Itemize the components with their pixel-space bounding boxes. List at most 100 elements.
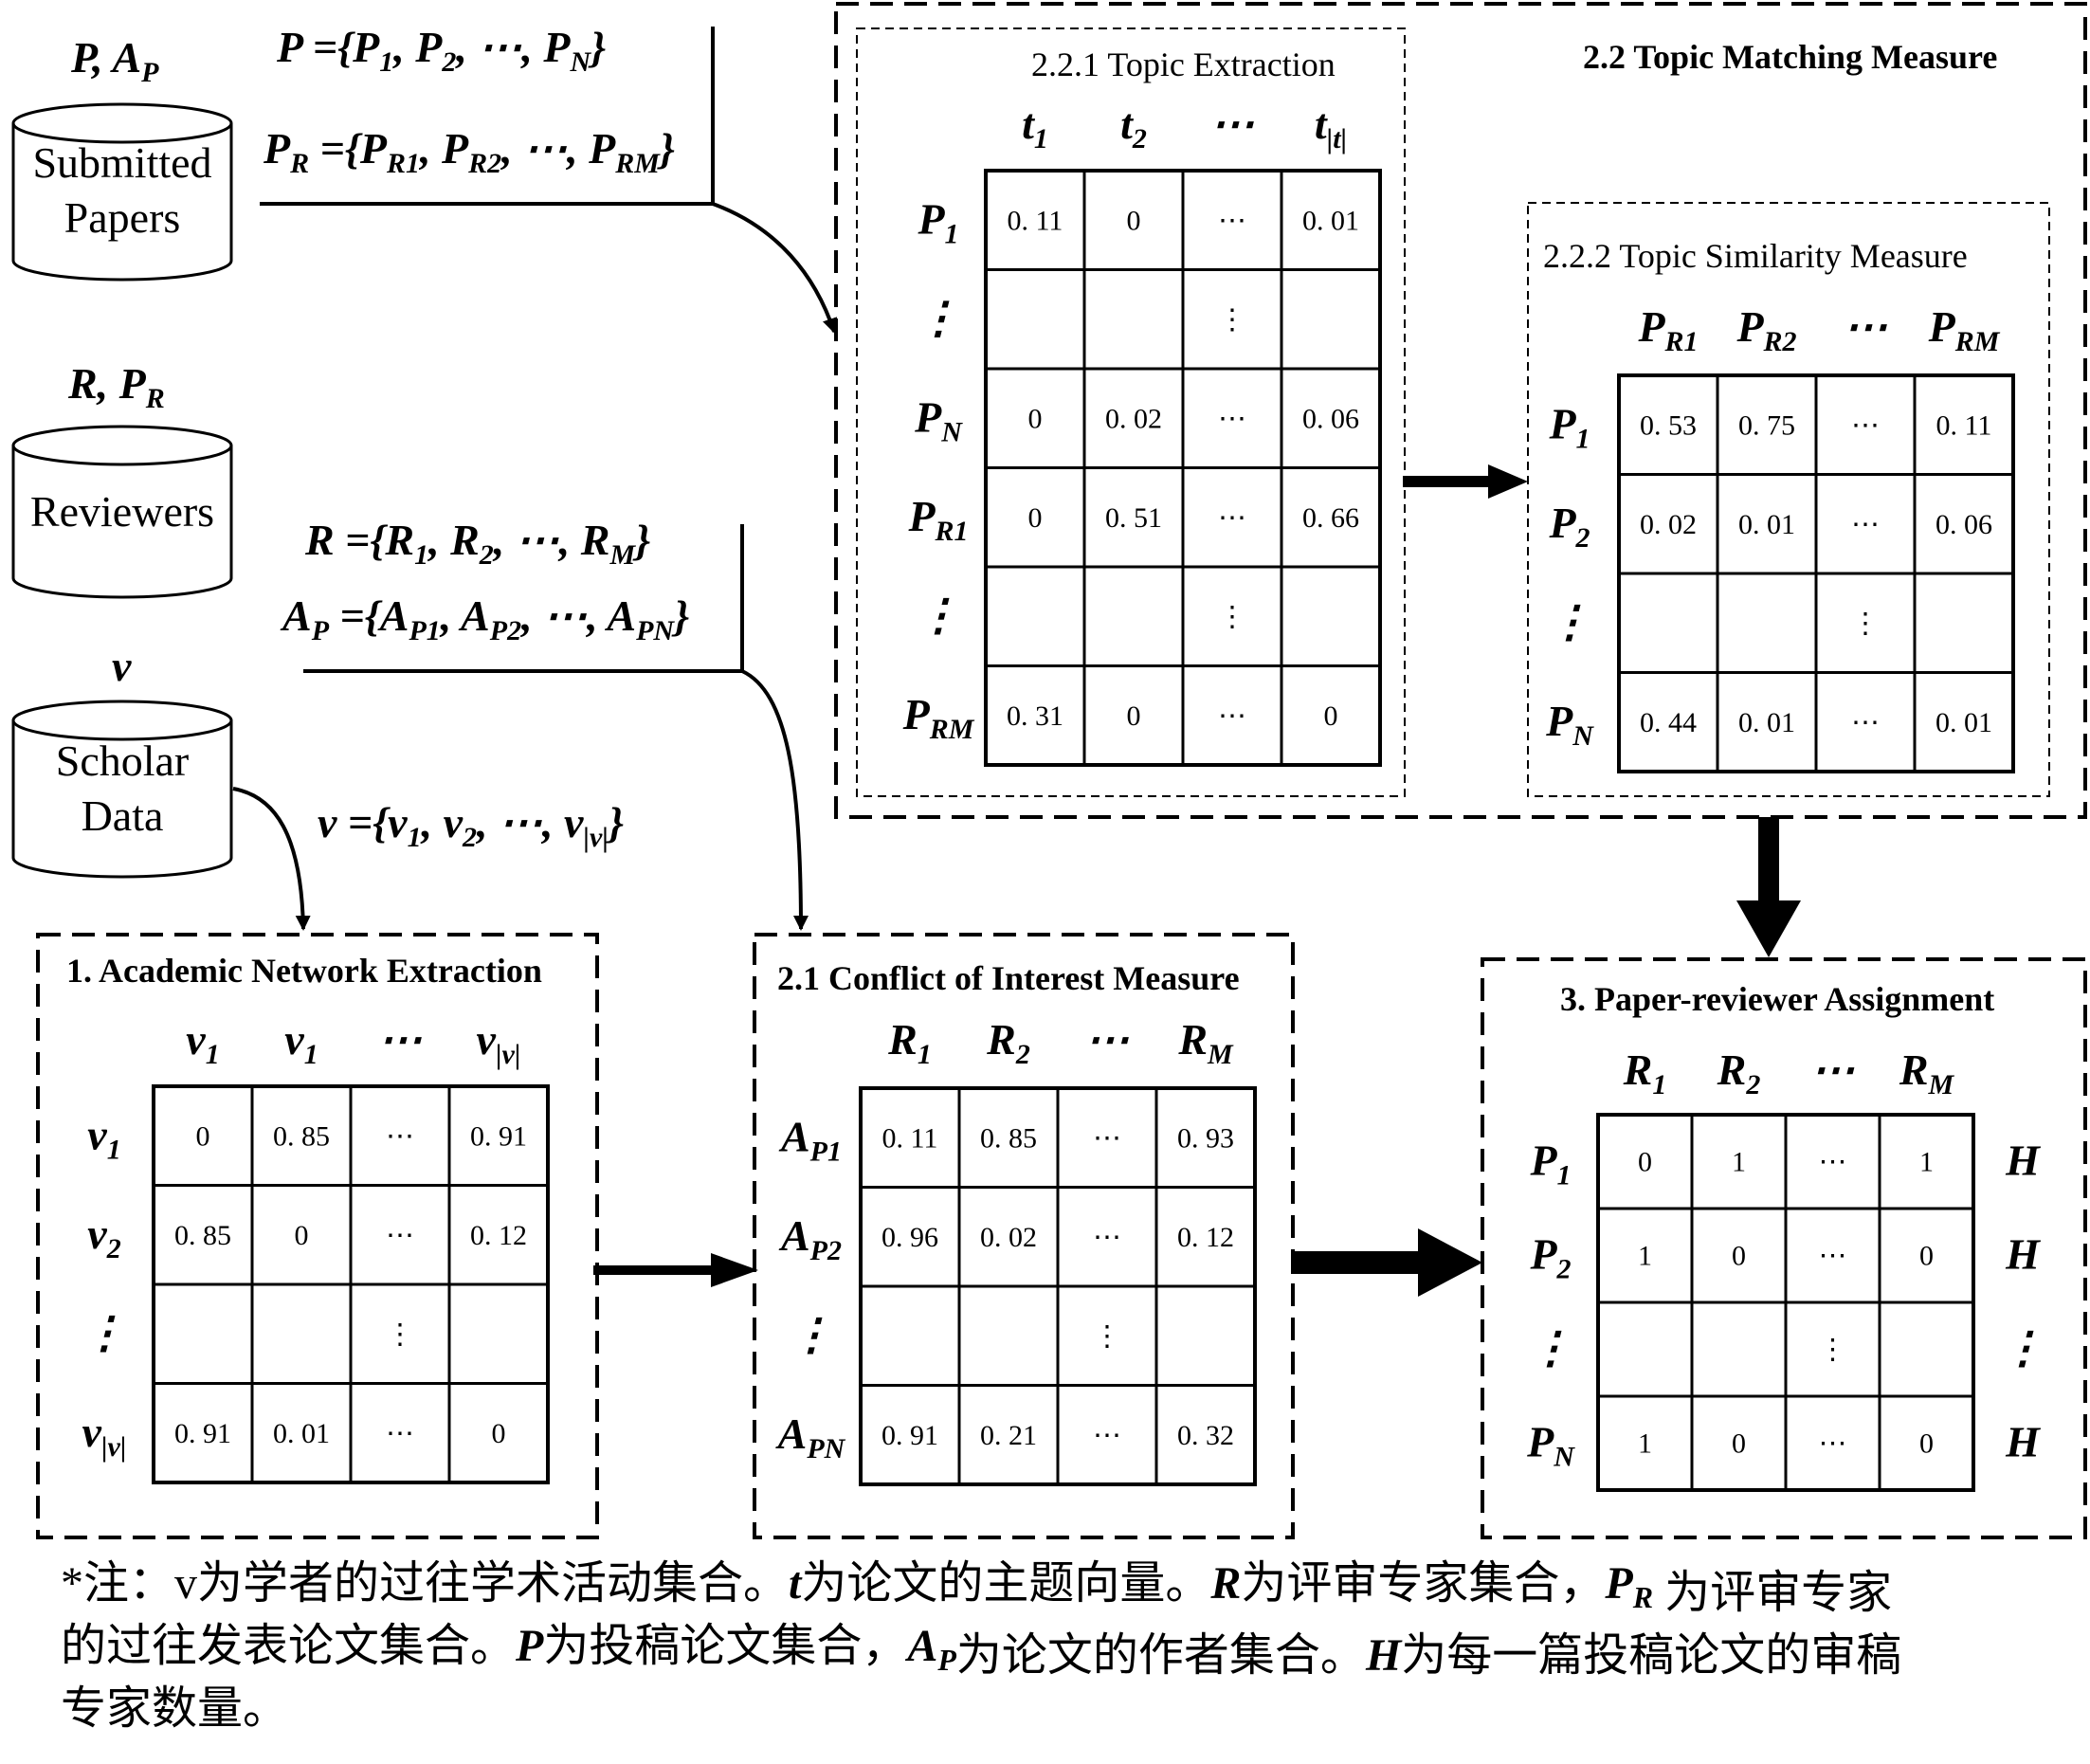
row-header: P1: [1529, 1137, 1571, 1191]
matrix-cell: 0. 01: [1738, 509, 1795, 540]
section-title-academic-network: 1. Academic Network Extraction: [66, 952, 542, 990]
column-header: R2: [986, 1015, 1030, 1070]
column-header: ⋯: [1811, 1046, 1855, 1094]
row-header: PN: [1545, 697, 1594, 752]
matrix-cell: 0. 21: [980, 1420, 1037, 1451]
section-title-topic-extraction: 2.2.1 Topic Extraction: [1031, 45, 1336, 83]
row-header: v2: [87, 1209, 120, 1264]
matrix-cell: 0. 12: [1177, 1222, 1234, 1253]
db-submitted-papers: Submitted Papers: [11, 102, 233, 282]
row-header: PN: [914, 392, 963, 447]
row-header: APN: [775, 1409, 846, 1464]
row-header: P2: [1548, 499, 1590, 554]
column-header: PRM: [1928, 302, 2001, 357]
matrix-cell: ⋯: [1819, 1147, 1847, 1178]
row-header: ⋮: [82, 1308, 126, 1356]
row-right-label: H: [2005, 1230, 2041, 1279]
frame-topic-matching: [834, 2, 2087, 819]
equation-ap-set: AP ={AP1, AP2, ⋯, APN}: [280, 591, 689, 646]
matrix-cell: 0. 85: [174, 1220, 231, 1251]
matrix-cell: 0: [1127, 205, 1141, 236]
column-header: ⋯: [1844, 302, 1887, 351]
matrix-cell: 1: [1638, 1428, 1652, 1460]
matrix-cell: 0: [1127, 700, 1141, 732]
db-reviewers: Reviewers: [11, 425, 233, 599]
connector-arrow: [741, 669, 809, 931]
db-label-line: Scholar: [56, 737, 190, 785]
matrix-cell: 1: [1919, 1147, 1934, 1178]
matrix-cell: ⋮: [1819, 1335, 1847, 1366]
matrix-cell: ⋯: [1819, 1428, 1847, 1460]
matrix-cell: 0: [1324, 700, 1338, 732]
matrix-cell: 0. 12: [470, 1220, 527, 1251]
row-header: AP1: [778, 1112, 842, 1167]
matrix-cell: 0. 11: [882, 1122, 938, 1154]
note-line: 的过往发表论文集合。P为投稿论文集合，AP为论文的作者集合。H为每一篇投稿论文的…: [61, 1621, 1901, 1681]
column-header: t|t|: [1315, 100, 1347, 155]
matrix-cell: 0. 01: [1738, 707, 1795, 738]
matrix-cell: 0. 91: [881, 1420, 938, 1451]
db-scholar-data: Scholar Data: [11, 700, 233, 879]
arrow-extraction-to-similarity: [1403, 464, 1528, 499]
matrix-cell: 0. 02: [980, 1222, 1037, 1253]
row-header: ⋮: [790, 1310, 833, 1358]
connectors: [232, 27, 838, 931]
column-header: RM: [1177, 1015, 1234, 1070]
matrix-cell: 0. 11: [1008, 205, 1063, 236]
connector-arrow: [712, 202, 838, 334]
column-header: PR2: [1736, 302, 1796, 357]
matrix-cell: 0: [1919, 1428, 1934, 1460]
row-header: v1: [87, 1110, 120, 1165]
matrix-cell: ⋯: [1851, 409, 1880, 441]
column-header: ⋯: [1085, 1015, 1129, 1064]
row-right-label: H: [2005, 1418, 2041, 1466]
matrix-cell: 0. 01: [1936, 707, 1992, 738]
matrix-cell: 0. 31: [1007, 700, 1063, 732]
arrow-matching-to-assignment: [1736, 817, 1801, 957]
frames: [36, 2, 2087, 1539]
db-label-line: Papers: [64, 193, 181, 242]
equation-r-set: R ={R1, R2, ⋯, RM}: [304, 516, 650, 571]
matrix-cell: 0. 75: [1738, 409, 1795, 441]
matrix-cell: ⋯: [1093, 1222, 1121, 1253]
equation-pr-set: PR ={PR1, PR2, ⋯, PRM}: [263, 124, 675, 179]
matrix-cell: 1: [1732, 1147, 1746, 1178]
column-header: PR1: [1637, 302, 1698, 357]
matrices: 0. 11 0 ⋯ 0. 01 ⋮ 0 0. 02 ⋯ 0. 06 0 0. 51 ⋯ 0. 66 ⋮ 0.…: [82, 100, 2045, 1492]
matrix-cell: 0. 93: [1177, 1122, 1234, 1154]
equation-v-set: v ={v1, v2, ⋯, v|v|}: [318, 798, 624, 853]
matrix-cell: 0. 96: [881, 1222, 938, 1253]
column-header: t1: [1022, 100, 1048, 155]
matrix-cell: 0: [1732, 1241, 1746, 1272]
matrix-cell: 0. 66: [1302, 502, 1359, 534]
matrix-cell: 0. 85: [273, 1120, 330, 1152]
matrix-cell: ⋮: [1218, 304, 1246, 336]
matrix-cell: ⋮: [1851, 608, 1880, 639]
column-header: v1: [284, 1015, 318, 1070]
db-above-label: R, PR: [67, 359, 165, 414]
matrix-cell: 0. 91: [470, 1120, 527, 1152]
row-header: ⋮: [1529, 1324, 1572, 1373]
matrix-cell: 0. 06: [1302, 403, 1359, 434]
column-header: ⋯: [378, 1015, 422, 1064]
column-header: RM: [1899, 1046, 1955, 1100]
matrix-cell: ⋯: [1218, 205, 1246, 236]
column-header: v1: [186, 1015, 219, 1070]
matrix-cell: 0. 91: [174, 1418, 231, 1449]
row-header: ⋮: [1548, 597, 1591, 646]
matrix-cell: 0. 11: [1936, 409, 1992, 441]
matrix-cell: ⋮: [1093, 1320, 1121, 1352]
column-header: R2: [1717, 1046, 1761, 1100]
section-title-topic-similarity: 2.2.2 Topic Similarity Measure: [1543, 237, 1968, 275]
section-title-topic-matching: 2.2 Topic Matching Measure: [1583, 38, 1997, 76]
matrix-cell: 0. 51: [1105, 502, 1162, 534]
matrix-cell: 0. 02: [1105, 403, 1162, 434]
matrix-cell: ⋮: [1218, 601, 1246, 632]
frame-topic-similarity: [1527, 202, 2050, 797]
matrix-cell: 0: [295, 1220, 309, 1251]
matrix-cell: ⋯: [1093, 1420, 1121, 1451]
